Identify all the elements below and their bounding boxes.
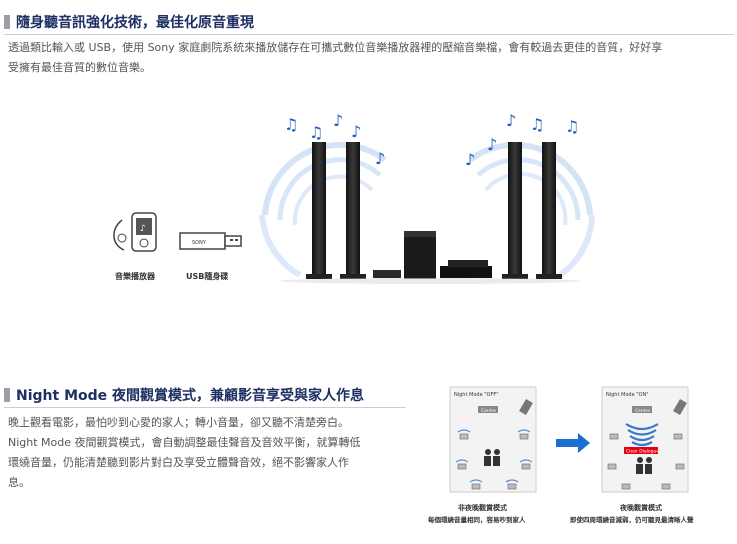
off-caption-title: 非夜晚觀賞模式 bbox=[458, 503, 507, 512]
off-caption-desc: 每個環繞音量相同，容易吵到家人 bbox=[428, 515, 526, 524]
section1-paragraph: 透過類比輸入或 USB，使用 Sony 家庭劇院系統來播放儲存在可攜式數位音樂播… bbox=[8, 38, 736, 78]
svg-text:♪: ♪ bbox=[487, 135, 497, 154]
tall-speaker-icon bbox=[536, 142, 562, 279]
svg-text:♪: ♪ bbox=[506, 111, 516, 130]
section1-text-line: 受擁有最佳音質的數位音樂。 bbox=[8, 61, 151, 74]
dialogue-wave-icon bbox=[625, 423, 659, 447]
tall-speaker-icon bbox=[306, 142, 332, 279]
night-mode-off-panel: Night Mode "OFF" Centre bbox=[449, 386, 537, 493]
music-notes-icon: ♫ ♫ ♪ ♪ ♪ ♪ ♪ ♪ ♫ ♫ bbox=[284, 111, 579, 169]
svg-text:♫: ♫ bbox=[309, 123, 323, 142]
on-caption-title: 夜晚觀賞模式 bbox=[619, 503, 662, 512]
section2-paragraph: 晚上觀看電影，最怕吵到心愛的家人；轉小音量，卻又聽不清楚旁白。 Night Mo… bbox=[8, 413, 403, 493]
night-mode-on-panel: Night Mode "ON" Centre Clear Dialogue bbox=[601, 386, 689, 493]
usb-brand-text: SONY bbox=[192, 240, 207, 246]
section2-text-line: Night Mode 夜間觀賞模式，會自動調整最佳聲音及音效平衡，就算轉低 bbox=[8, 436, 361, 449]
on-centre-label: Centre bbox=[635, 408, 650, 414]
section-marker-icon bbox=[4, 15, 10, 29]
section2-text-line: 息。 bbox=[8, 476, 30, 489]
off-centre-label: Centre bbox=[481, 408, 496, 414]
night-mode-on-header: Night Mode "ON" bbox=[606, 392, 649, 398]
tall-speaker-icon bbox=[340, 142, 366, 279]
section1-divider bbox=[4, 34, 734, 35]
section2-divider bbox=[4, 407, 406, 408]
arrow-right-icon bbox=[556, 433, 590, 453]
section2-text-line: 晚上觀看電影，最怕吵到心愛的家人；轉小音量，卻又聽不清楚旁白。 bbox=[8, 416, 349, 429]
family-figure-icon bbox=[484, 449, 500, 466]
svg-text:♪: ♪ bbox=[333, 111, 343, 130]
subwoofer-icon bbox=[404, 231, 436, 279]
svg-text:♫: ♫ bbox=[530, 115, 544, 134]
on-caption-desc: 即使四周環繞音減弱，仍可聽見最清晰人聲 bbox=[570, 515, 694, 524]
svg-text:♪: ♪ bbox=[465, 150, 475, 169]
section2-title: Night Mode 夜間觀賞模式，兼顧影音享受與家人作息 bbox=[16, 388, 365, 404]
svg-text:♫: ♫ bbox=[284, 115, 298, 134]
svg-text:♪: ♪ bbox=[140, 224, 146, 234]
night-mode-off-header: Night Mode "OFF" bbox=[454, 392, 499, 398]
section1-title: 隨身聽音訊強化技術，最佳化原音重現 bbox=[16, 15, 254, 31]
portable-audio-figure: ♫ ♫ ♪ ♪ ♪ ♪ ♪ ♪ ♫ ♫ ♪ 音樂播放器 bbox=[113, 111, 595, 284]
section-marker-icon bbox=[4, 388, 10, 402]
usb-drive-icon bbox=[179, 232, 242, 250]
usb-drive-label: USB隨身碟 bbox=[186, 271, 228, 281]
section1-text-line: 透過類比輸入或 USB，使用 Sony 家庭劇院系統來播放儲存在可攜式數位音樂播… bbox=[8, 41, 663, 54]
center-speaker-icon bbox=[373, 270, 401, 278]
clear-dialogue-label: Clear Dialogue bbox=[626, 449, 659, 455]
family-figure-icon bbox=[636, 457, 652, 474]
main-unit-icon bbox=[440, 260, 492, 278]
svg-text:♫: ♫ bbox=[565, 117, 579, 136]
svg-text:♪: ♪ bbox=[375, 149, 385, 168]
music-player-icon: ♪ bbox=[113, 212, 157, 252]
section2-header: Night Mode 夜間觀賞模式，兼顧影音享受與家人作息 bbox=[4, 385, 364, 405]
night-mode-diagram: Night Mode "OFF" Centre 非夜晚觀賞模式 每個環繞音量相同… bbox=[428, 386, 694, 524]
music-player-label: 音樂播放器 bbox=[115, 271, 156, 281]
section1-header: 隨身聽音訊強化技術，最佳化原音重現 bbox=[4, 12, 254, 32]
section2-text-line: 環繞音量，仍能清楚聽到影片對白及享受立體聲音效，絕不影響家人作 bbox=[8, 456, 349, 469]
sound-waves-right-icon bbox=[468, 141, 595, 278]
tall-speaker-icon bbox=[502, 142, 528, 279]
svg-text:♪: ♪ bbox=[351, 122, 361, 141]
